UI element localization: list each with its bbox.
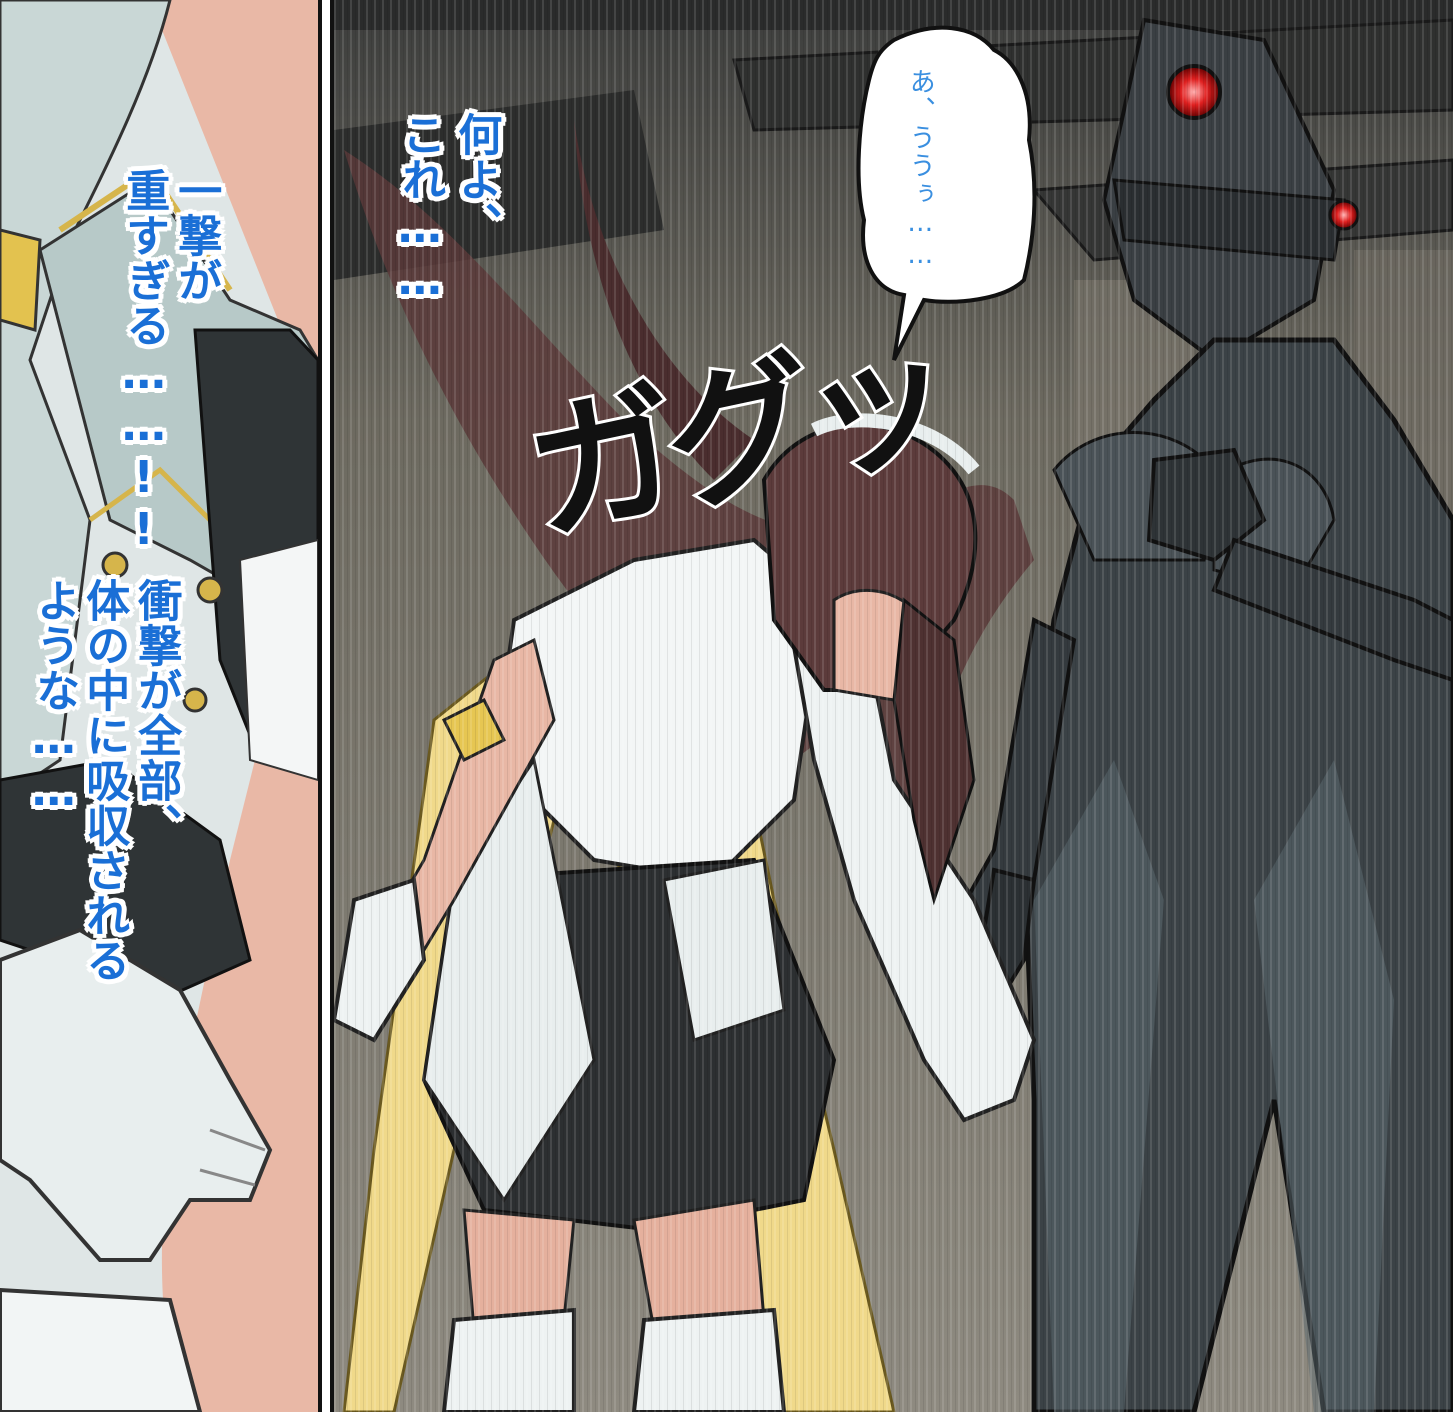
thought-line-2: これ…… (393, 111, 446, 307)
narration-line-1: 一撃が (169, 167, 222, 304)
speech-bubble-text: あ、ううぅ…… (905, 68, 936, 272)
narration-line-2: 重すぎる……!! (117, 167, 170, 557)
left-panel-artwork (0, 0, 318, 1412)
narration-line-3: 衝撃が全部、 (129, 577, 182, 849)
left-panel: 重すぎる……!! 一撃が ような…… 体の中に吸収される 衝撃が全部、 (0, 0, 322, 1412)
thought-line-1: 何よ、 (449, 111, 502, 248)
narration-line-5: ような…… (27, 577, 80, 818)
narration-line-4: 体の中に吸収される (77, 577, 130, 984)
right-panel-artwork (334, 0, 1453, 1412)
right-panel: これ…… 何よ、 あ、ううぅ…… ガグッ (330, 0, 1453, 1412)
